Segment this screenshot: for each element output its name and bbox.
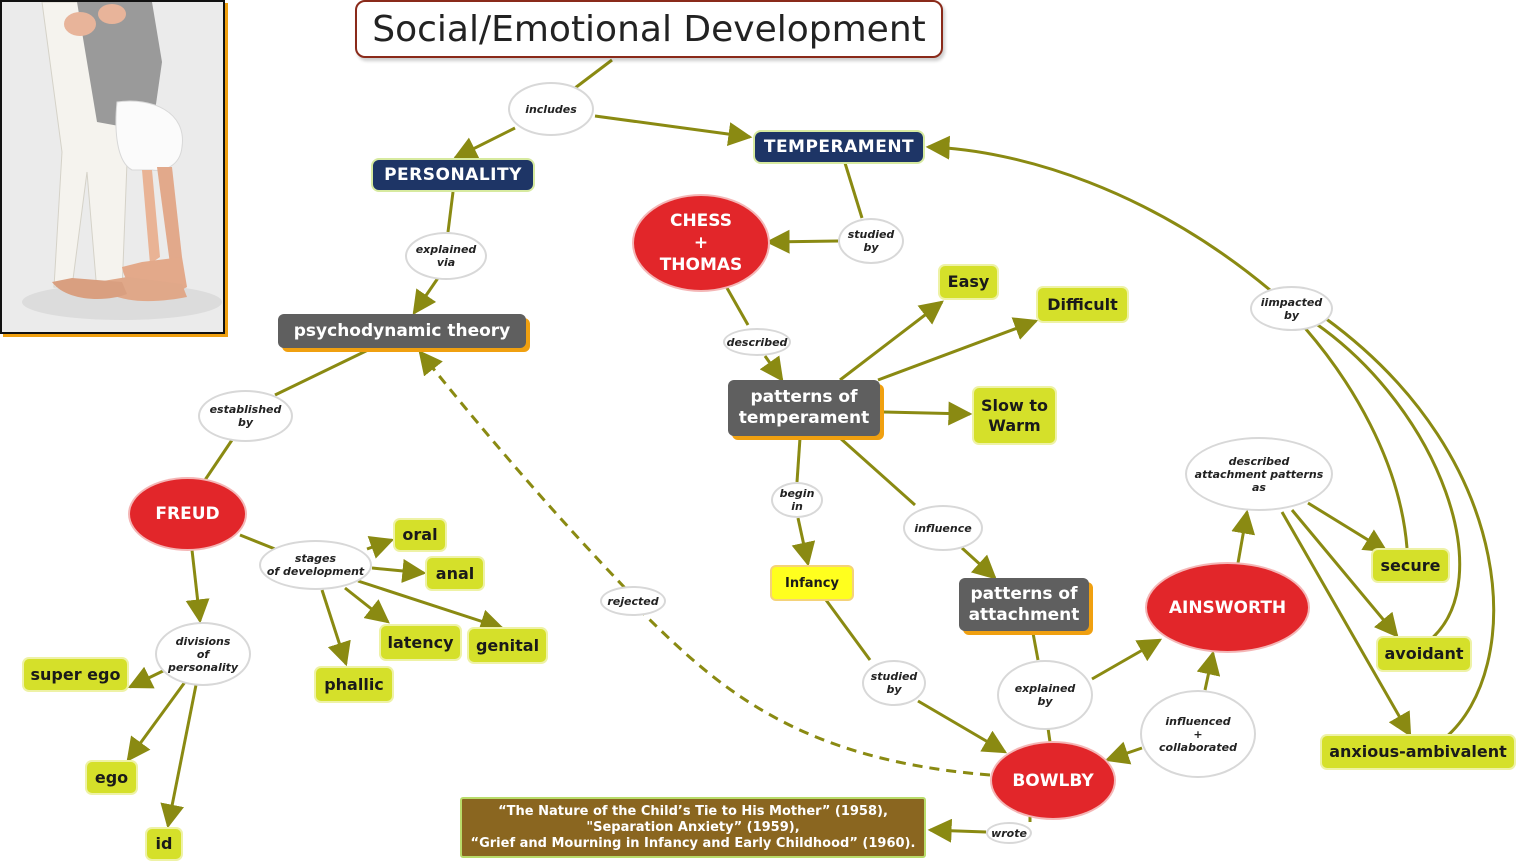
ego-node[interactable]: ego — [87, 762, 136, 793]
patterns-of-attachment-node[interactable]: patterns of attachment — [959, 578, 1089, 631]
link-explained-via: explained via — [405, 232, 487, 280]
personality-node[interactable]: PERSONALITY — [373, 160, 533, 190]
link-impacted-by: iimpacted by — [1250, 286, 1333, 331]
psychodynamic-theory-node[interactable]: psychodynamic theory — [278, 314, 526, 348]
latency-node[interactable]: latency — [381, 626, 460, 659]
easy-node[interactable]: Easy — [940, 266, 997, 298]
id-node[interactable]: id — [147, 829, 181, 859]
link-influence: influence — [903, 505, 983, 551]
anal-node[interactable]: anal — [427, 558, 483, 589]
link-rejected: rejected — [600, 586, 666, 616]
link-wrote: wrote — [986, 822, 1032, 844]
slow-to-warm-node[interactable]: Slow to Warm — [974, 388, 1055, 443]
link-stages-of-development: stages of development — [259, 540, 372, 590]
toddler-photo-illustration — [2, 2, 223, 332]
super-ego-node[interactable]: super ego — [24, 659, 127, 690]
phallic-node[interactable]: phallic — [316, 668, 392, 701]
freud-node[interactable]: FREUD — [130, 479, 245, 549]
avoidant-node[interactable]: avoidant — [1378, 638, 1470, 670]
link-described-attachment-patterns: described attachment patterns as — [1185, 437, 1333, 511]
infancy-node[interactable]: Infancy — [772, 567, 852, 599]
link-divisions-of-personality: divisions of personality — [155, 622, 251, 686]
link-established-by: established by — [198, 390, 293, 442]
genital-node[interactable]: genital — [469, 629, 546, 662]
link-studied-by-1: studied by — [838, 218, 904, 264]
bowlby-works-node[interactable]: “The Nature of the Child’s Tie to His Mo… — [460, 797, 926, 858]
link-begin-in: begin in — [771, 482, 823, 518]
patterns-of-temperament-node[interactable]: patterns of temperament — [728, 380, 880, 436]
link-influenced-collaborated: influenced + collaborated — [1140, 690, 1256, 778]
temperament-node[interactable]: TEMPERAMENT — [755, 132, 923, 162]
toddler-photo — [0, 0, 225, 334]
ainsworth-node[interactable]: AINSWORTH — [1147, 564, 1308, 651]
link-described: described — [723, 328, 791, 356]
chess-thomas-node[interactable]: CHESS + THOMAS — [634, 196, 768, 290]
secure-node[interactable]: secure — [1373, 550, 1448, 581]
link-includes: includes — [508, 82, 594, 136]
oral-node[interactable]: oral — [395, 520, 445, 550]
bowlby-node[interactable]: BOWLBY — [992, 743, 1114, 818]
page-title: Social/Emotional Development — [355, 0, 943, 58]
difficult-node[interactable]: Difficult — [1038, 288, 1127, 321]
link-studied-by-2: studied by — [862, 660, 926, 706]
link-explained-by: explained by — [997, 660, 1093, 730]
anxious-ambivalent-node[interactable]: anxious-ambivalent — [1322, 736, 1514, 768]
